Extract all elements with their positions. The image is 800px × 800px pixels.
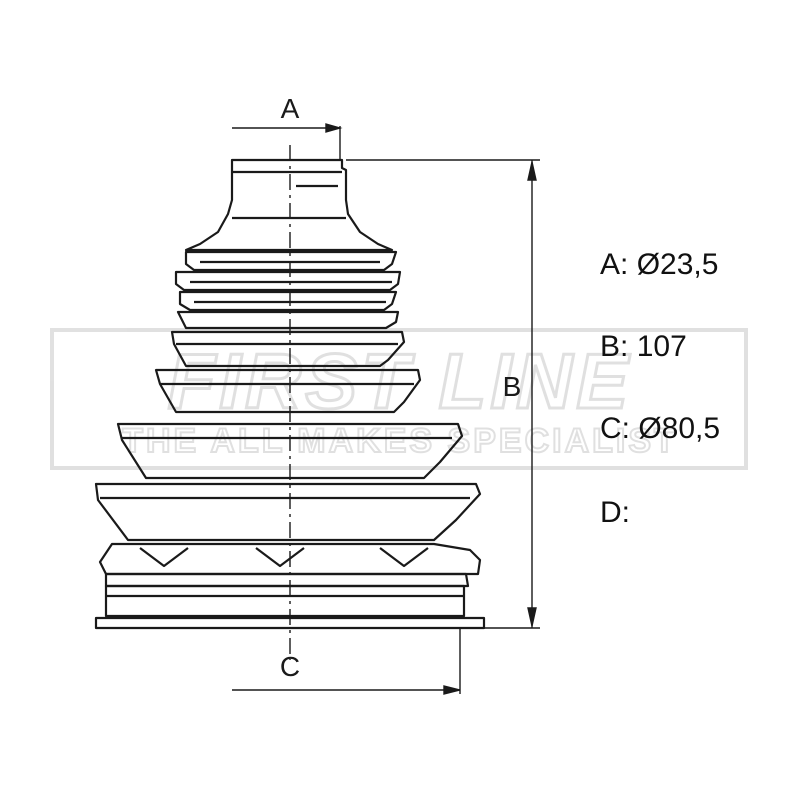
watermark-tagline: THE ALL MAKES SPECIALIST (122, 422, 678, 460)
dimension-c-letter: C (280, 651, 300, 682)
boot-base (94, 542, 486, 630)
spec-a: A: Ø23,5 (600, 248, 718, 282)
spec-a-label: A: (600, 248, 629, 281)
spec-c-value: Ø80,5 (638, 412, 721, 445)
dimension-b-letter: B (503, 371, 522, 402)
spec-b-label: B: (600, 330, 629, 363)
dimension-c: C (232, 628, 461, 695)
boot-neck (184, 158, 394, 252)
spec-d-label: D: (600, 496, 630, 529)
dimension-a: A (232, 93, 343, 160)
spec-b-value: 107 (636, 330, 687, 363)
spec-c-label: C: (600, 412, 630, 445)
watermark-frame (50, 328, 748, 470)
boot-small-ribs (174, 250, 402, 330)
dimension-b: B (346, 159, 540, 629)
spec-c: C: Ø80,5 (600, 412, 720, 446)
boot-large-ribs (94, 330, 482, 542)
spec-b: B: 107 (600, 330, 687, 364)
dimension-a-letter: A (281, 93, 300, 124)
boot-body (94, 158, 486, 630)
spec-a-value: Ø23,5 (636, 248, 719, 281)
spec-d: D: (600, 496, 630, 530)
